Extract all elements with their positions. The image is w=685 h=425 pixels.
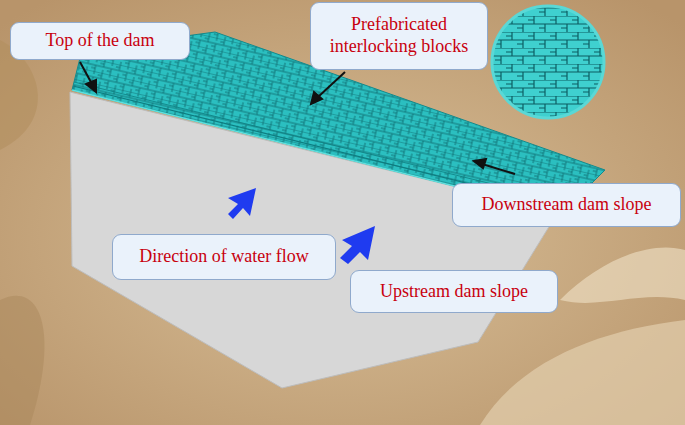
callout-box: Direction of water flow [112,234,336,280]
text-column: Prefabricated interlocking blocks [318,14,480,57]
callout-label: Direction of water flow [139,246,308,268]
text-column: Upstream dam slope [380,281,528,303]
callout-label: Prefabricated interlocking blocks [318,14,480,57]
callout-box: Downstream dam slope [452,183,681,227]
callout-box: Upstream dam slope [350,270,558,313]
callout-box: Prefabricated interlocking blocks [310,2,488,70]
callout-label: Downstream dam slope [482,194,652,216]
text-column: Top of the dam [45,30,154,52]
callout-label: Top of the dam [45,30,154,52]
callout-label: Upstream dam slope [380,281,528,303]
text-column: Direction of water flow [139,246,308,268]
callout-box: Top of the dam [10,22,190,60]
text-column: Downstream dam slope [482,194,652,216]
